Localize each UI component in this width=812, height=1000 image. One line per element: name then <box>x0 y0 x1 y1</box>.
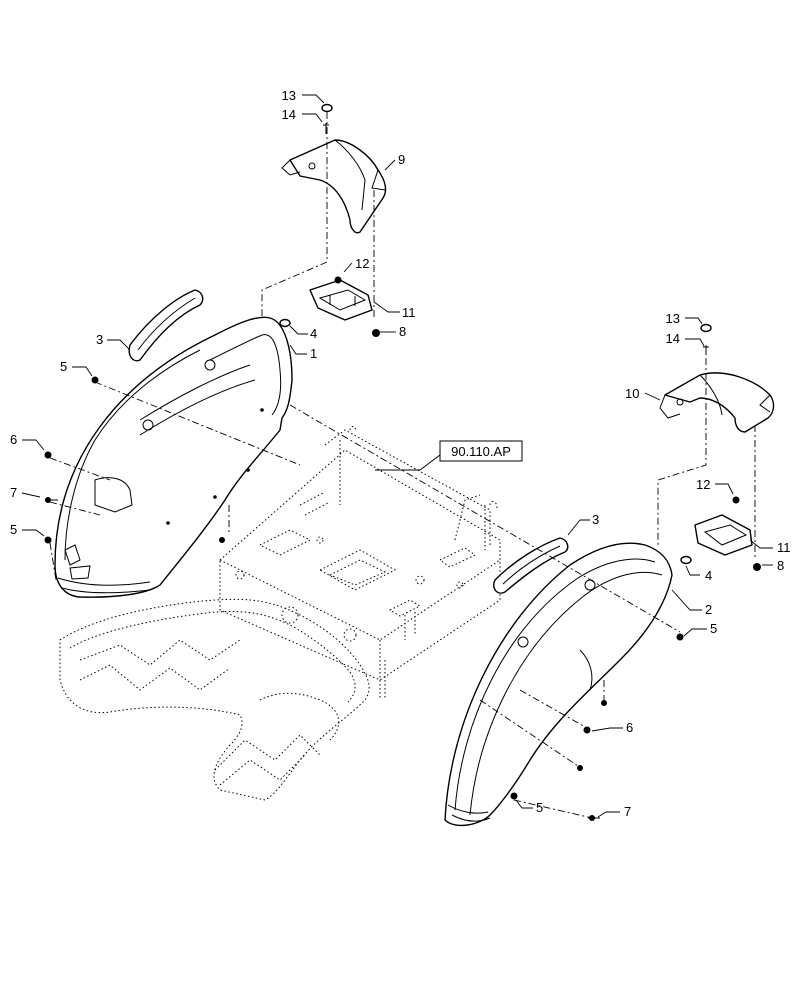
right-top-cover <box>659 372 775 433</box>
callout-6-right: 6 <box>626 720 633 735</box>
right-grab-handle <box>493 537 569 594</box>
assembly-lines <box>49 112 756 819</box>
callout-6-left: 6 <box>10 432 17 447</box>
callout-10: 10 <box>625 386 639 401</box>
left-grab-handle <box>128 289 204 362</box>
right-fender <box>444 542 673 827</box>
callout-11-right: 11 <box>777 540 791 555</box>
callout-8-left: 8 <box>399 324 406 339</box>
hardware <box>44 103 761 821</box>
callout-7-right: 7 <box>624 804 631 819</box>
callouts: 13 14 9 12 11 8 4 1 3 5 6 7 5 13 14 10 1… <box>10 88 791 819</box>
callout-5-left-bottom: 5 <box>10 522 17 537</box>
callout-1: 1 <box>310 346 317 361</box>
callout-4-left: 4 <box>310 326 317 341</box>
callout-2: 2 <box>705 602 712 617</box>
callout-11-left: 11 <box>402 305 416 320</box>
callout-5-left-top: 5 <box>60 359 67 374</box>
left-top-cover <box>281 139 387 234</box>
left-fender <box>54 316 293 598</box>
callout-14-left: 14 <box>282 107 296 122</box>
floor-mat <box>59 598 370 801</box>
right-mount-bracket <box>694 514 753 556</box>
callout-14-right: 14 <box>666 331 680 346</box>
reference-label: 90.110.AP <box>451 444 511 459</box>
left-mount-bracket <box>309 279 373 321</box>
callout-12-right: 12 <box>696 477 710 492</box>
callout-5-right-top: 5 <box>710 621 717 636</box>
leader-lines <box>21 94 773 818</box>
callout-13-right: 13 <box>666 311 680 326</box>
callout-4-right: 4 <box>705 568 712 583</box>
reference-box[interactable]: 90.110.AP <box>439 440 523 462</box>
callout-8-right: 8 <box>777 558 784 573</box>
callout-9: 9 <box>398 152 405 167</box>
callout-3-right: 3 <box>592 512 599 527</box>
platform-frame <box>219 426 501 700</box>
callout-3-left: 3 <box>96 332 103 347</box>
callout-12-left: 12 <box>355 256 369 271</box>
callout-5-right-bottom: 5 <box>536 800 543 815</box>
callout-13-left: 13 <box>282 88 296 103</box>
callout-7-left: 7 <box>10 485 17 500</box>
